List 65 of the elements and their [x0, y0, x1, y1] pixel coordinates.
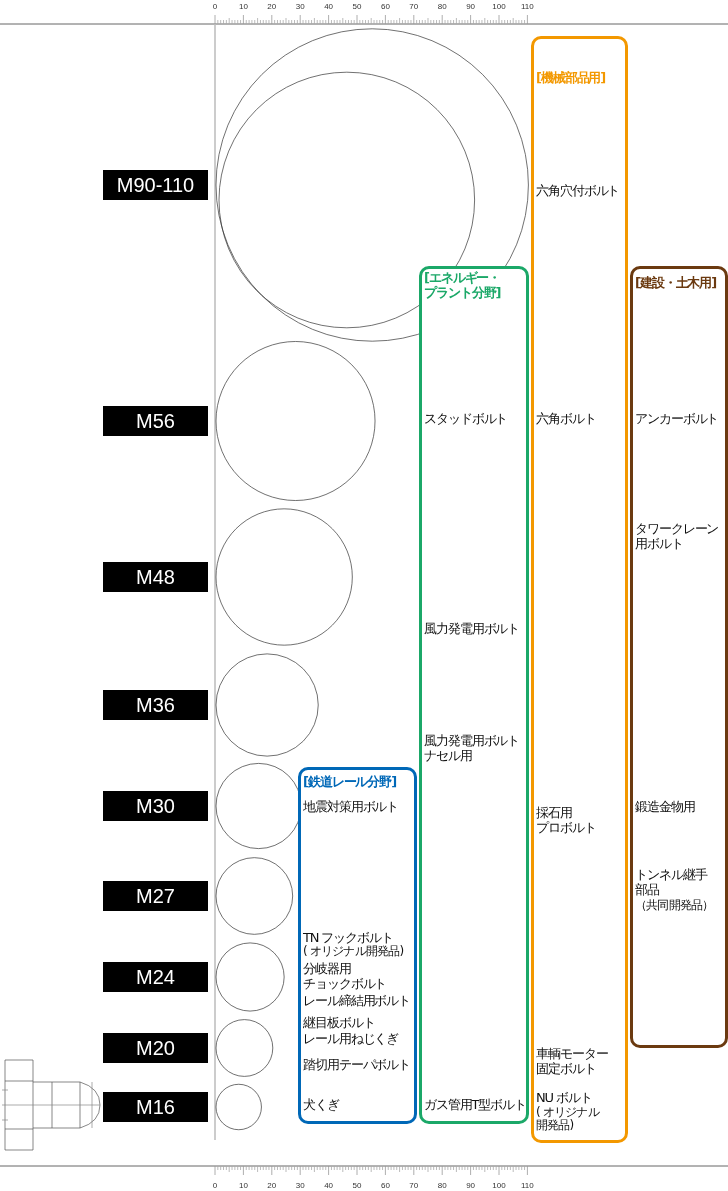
item-text: 六角ボルト [536, 411, 596, 426]
size-label: M20 [103, 1033, 208, 1063]
tick-label: 0 [212, 2, 218, 11]
tick-label: 80 [437, 2, 447, 11]
tick-label: 110 [521, 2, 534, 11]
item-text: スタッドボルト [424, 411, 508, 426]
item-text: 犬くぎ [303, 1097, 339, 1112]
item-text: トンネル継手部品 [635, 867, 707, 897]
category-band [630, 266, 728, 1048]
item-text: TN フックボルト [303, 930, 393, 945]
tick-label: 80 [437, 1181, 447, 1190]
category-band [298, 767, 417, 1124]
tick-label: 100 [492, 2, 506, 11]
tick-label: 10 [238, 1181, 248, 1190]
size-label: M24 [103, 962, 208, 992]
tick-label: 60 [380, 2, 390, 11]
tick-label: 40 [324, 2, 334, 11]
size-label: M36 [103, 690, 208, 720]
size-label: M30 [103, 791, 208, 821]
tick-label: 70 [409, 2, 419, 11]
item-text: NU ボルト [536, 1090, 592, 1105]
size-label: M48 [103, 562, 208, 592]
category-band [419, 266, 529, 1124]
tick-label: 0 [212, 1181, 218, 1190]
tick-label: 10 [238, 2, 248, 11]
item-text: アンカーボルト [635, 411, 719, 426]
tick-label: 110 [521, 1181, 534, 1190]
item-text: レール締結用ボルト [303, 993, 411, 1008]
tick-label: 60 [380, 1181, 390, 1190]
tick-label: 20 [267, 1181, 277, 1190]
item-text: 地震対策用ボルト [303, 799, 399, 814]
category-band [531, 36, 628, 1143]
note-text: ( オリジナル開発品) [536, 1106, 599, 1132]
tick-label: 90 [466, 1181, 476, 1190]
tick-label: 100 [492, 1181, 506, 1190]
category-heading: [エネルギー・プラント分野] [424, 270, 501, 300]
size-label: M56 [103, 406, 208, 436]
item-text: 踏切用テーパボルト [303, 1057, 411, 1072]
item-text: タワークレーン用ボルト [635, 521, 719, 551]
tick-label: 70 [409, 1181, 419, 1190]
item-text: 車輌モーター固定ボルト [536, 1046, 608, 1076]
tick-label: 50 [352, 2, 362, 11]
item-text: 六角穴付ボルト [536, 183, 620, 198]
size-label: M27 [103, 881, 208, 911]
size-label: M90-110 [103, 170, 208, 200]
note-text: ( オリジナル開発品) [303, 945, 404, 958]
item-text: 風力発電用ボルト [424, 621, 520, 636]
item-text: ガス管用T型ボルト [424, 1097, 527, 1112]
tick-label: 20 [267, 2, 277, 11]
category-heading: [機械部品用] [536, 70, 606, 85]
tick-label: 90 [466, 2, 476, 11]
note-text: （共同開発品） [635, 899, 714, 912]
item-text: 風力発電用ボルトナセル用 [424, 733, 520, 763]
item-text: レール用ねじくぎ [303, 1031, 399, 1046]
tick-label: 50 [352, 1181, 362, 1190]
item-text: 分岐器用チョックボルト [303, 961, 387, 991]
item-text: 継目板ボルト [303, 1015, 375, 1030]
item-text: 鍛造金物用 [635, 799, 695, 814]
tick-label: 30 [295, 2, 305, 11]
size-label: M16 [103, 1092, 208, 1122]
item-text: 採石用プロボルト [536, 805, 596, 835]
category-heading: [鉄道レール分野] [303, 774, 396, 789]
tick-label: 30 [295, 1181, 305, 1190]
category-heading: [建設・土木用] [635, 275, 717, 290]
tick-label: 40 [324, 1181, 334, 1190]
